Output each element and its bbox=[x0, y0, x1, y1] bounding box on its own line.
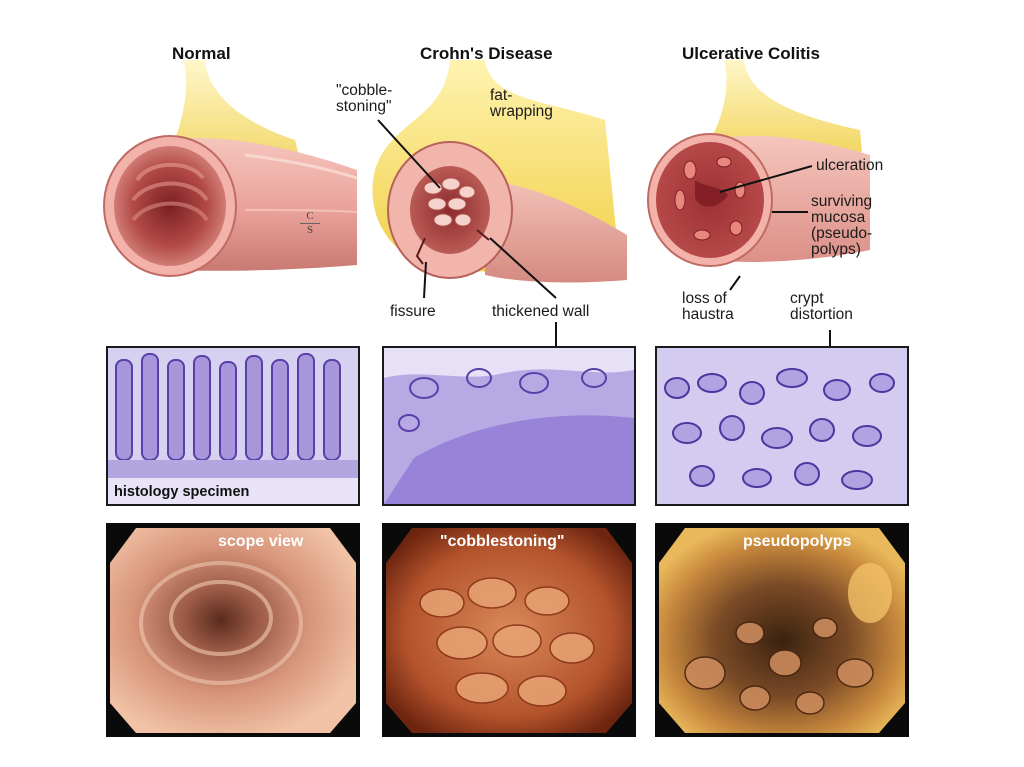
histology-crohns-thick-wall bbox=[384, 348, 634, 504]
leader-loss-of-haustra bbox=[730, 276, 740, 290]
histology-panel-uc bbox=[655, 346, 909, 506]
leader-fissure bbox=[424, 262, 426, 298]
leader-ulceration bbox=[720, 166, 812, 192]
leader-thickened-wall bbox=[490, 238, 556, 298]
histology-normal-crypts bbox=[108, 348, 358, 504]
scope-uc-image bbox=[655, 523, 909, 737]
scope-crohns-image bbox=[382, 523, 636, 737]
scope-caption-uc: pseudopolyps bbox=[743, 533, 851, 551]
scope-caption-normal: scope view bbox=[218, 533, 303, 551]
scope-normal-image bbox=[106, 523, 360, 737]
histology-uc-crypts bbox=[657, 348, 907, 504]
histology-panel-crohns bbox=[382, 346, 636, 506]
scope-panel-uc: pseudopolyps bbox=[655, 523, 909, 737]
scope-caption-crohns: "cobblestoning" bbox=[440, 533, 565, 551]
histology-caption: histology specimen bbox=[114, 484, 249, 500]
scope-panel-normal: scope view bbox=[106, 523, 360, 737]
leader-cobblestoning bbox=[378, 120, 440, 188]
scope-panel-crohns: "cobblestoning" bbox=[382, 523, 636, 737]
histology-panel-normal: histology specimen bbox=[106, 346, 360, 506]
